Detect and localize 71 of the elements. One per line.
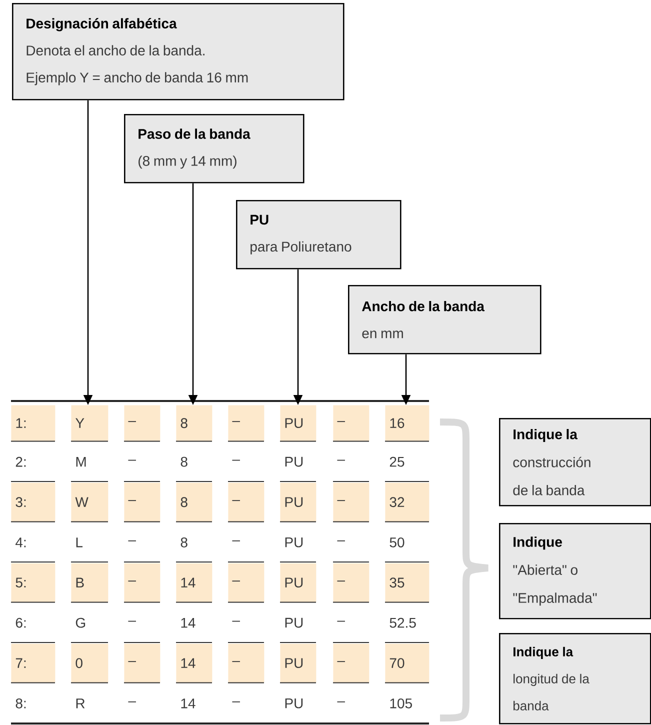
table-text: PU [285, 618, 303, 628]
table-text: L [76, 538, 83, 548]
table-cell: – [228, 482, 264, 522]
table-cell: – [228, 405, 264, 441]
label-box: Paso de la banda (8 mm y 14 mm) [124, 114, 304, 184]
table-text: – [337, 460, 345, 461]
label-box: Indique "Abierta" o "Empalmada" [499, 523, 651, 620]
table-cell: 5: [11, 563, 56, 602]
table-text: PU [285, 456, 303, 467]
table-cell: PU [280, 482, 316, 522]
table-cell: 8 [176, 405, 212, 441]
table-cell: 3: [11, 482, 56, 522]
table-cell: – [124, 405, 160, 441]
table-text: – [128, 620, 136, 622]
label-box: Indique la construcción de la banda [499, 418, 651, 506]
table-text: 4: [16, 538, 26, 548]
table-cell: – [228, 563, 264, 602]
table-cell: 0 [71, 644, 108, 682]
table-cell: 35 [385, 563, 430, 602]
table-text: 8: [16, 698, 26, 708]
table-cell: – [333, 563, 370, 602]
table-cell: – [333, 405, 370, 441]
table-cell: 8 [176, 482, 212, 522]
table-text: – [232, 540, 240, 542]
table-cell: PU [280, 405, 316, 441]
table-cell: – [333, 644, 370, 682]
table-text: 25 [390, 456, 404, 467]
table-cell: 14 [176, 644, 212, 682]
table-text: PU [285, 538, 303, 548]
table-text: 105 [390, 698, 412, 708]
table-cell: – [124, 563, 160, 602]
table-cell: 1: [11, 405, 56, 441]
label-box: Indique la longitud de la banda [499, 633, 651, 724]
table-text: – [337, 540, 345, 542]
table-text: PU [285, 698, 303, 708]
table-text: 14 [181, 698, 196, 708]
table-text: 52.5 [390, 618, 416, 628]
table-text: – [337, 701, 345, 702]
table-text: – [128, 701, 136, 702]
table-text: – [232, 620, 240, 622]
table-text: 6: [16, 618, 26, 628]
table-text: – [128, 540, 136, 542]
table-cell: – [124, 482, 160, 522]
table-cell: W [71, 482, 108, 522]
table-cell: Y [71, 405, 108, 441]
label-box: PU para Poliuretano [236, 200, 402, 270]
table-cell: – [228, 644, 264, 682]
label-box: Ancho de la banda en mm [348, 285, 542, 354]
table-cell: 70 [385, 644, 430, 682]
table-cell: B [71, 563, 108, 602]
table-text: G [76, 618, 86, 628]
table-text: 50 [390, 537, 404, 548]
table-cell: 16 [385, 405, 430, 441]
table-text: 8 [180, 537, 188, 548]
table-text: – [232, 701, 240, 702]
table-text: – [128, 460, 136, 461]
table-cell: PU [280, 563, 316, 602]
table-text: M [76, 457, 86, 467]
table-text: – [337, 620, 345, 622]
table-text: – [232, 460, 240, 461]
table-cell: PU [280, 644, 316, 682]
table-cell: – [124, 644, 160, 682]
table-text: 2: [16, 456, 26, 467]
table-cell: 7: [11, 644, 56, 682]
table-cell: 32 [385, 482, 430, 522]
label-box: Designación alfabética Denota el ancho de la banda. Ejemplo Y = ancho de banda 16 mm [12, 3, 344, 100]
table-text: 8 [180, 456, 188, 467]
table-cell: – [333, 482, 370, 522]
table-text: R [76, 698, 85, 708]
table-text: 14 [181, 618, 196, 628]
table-cell: 14 [176, 563, 212, 602]
